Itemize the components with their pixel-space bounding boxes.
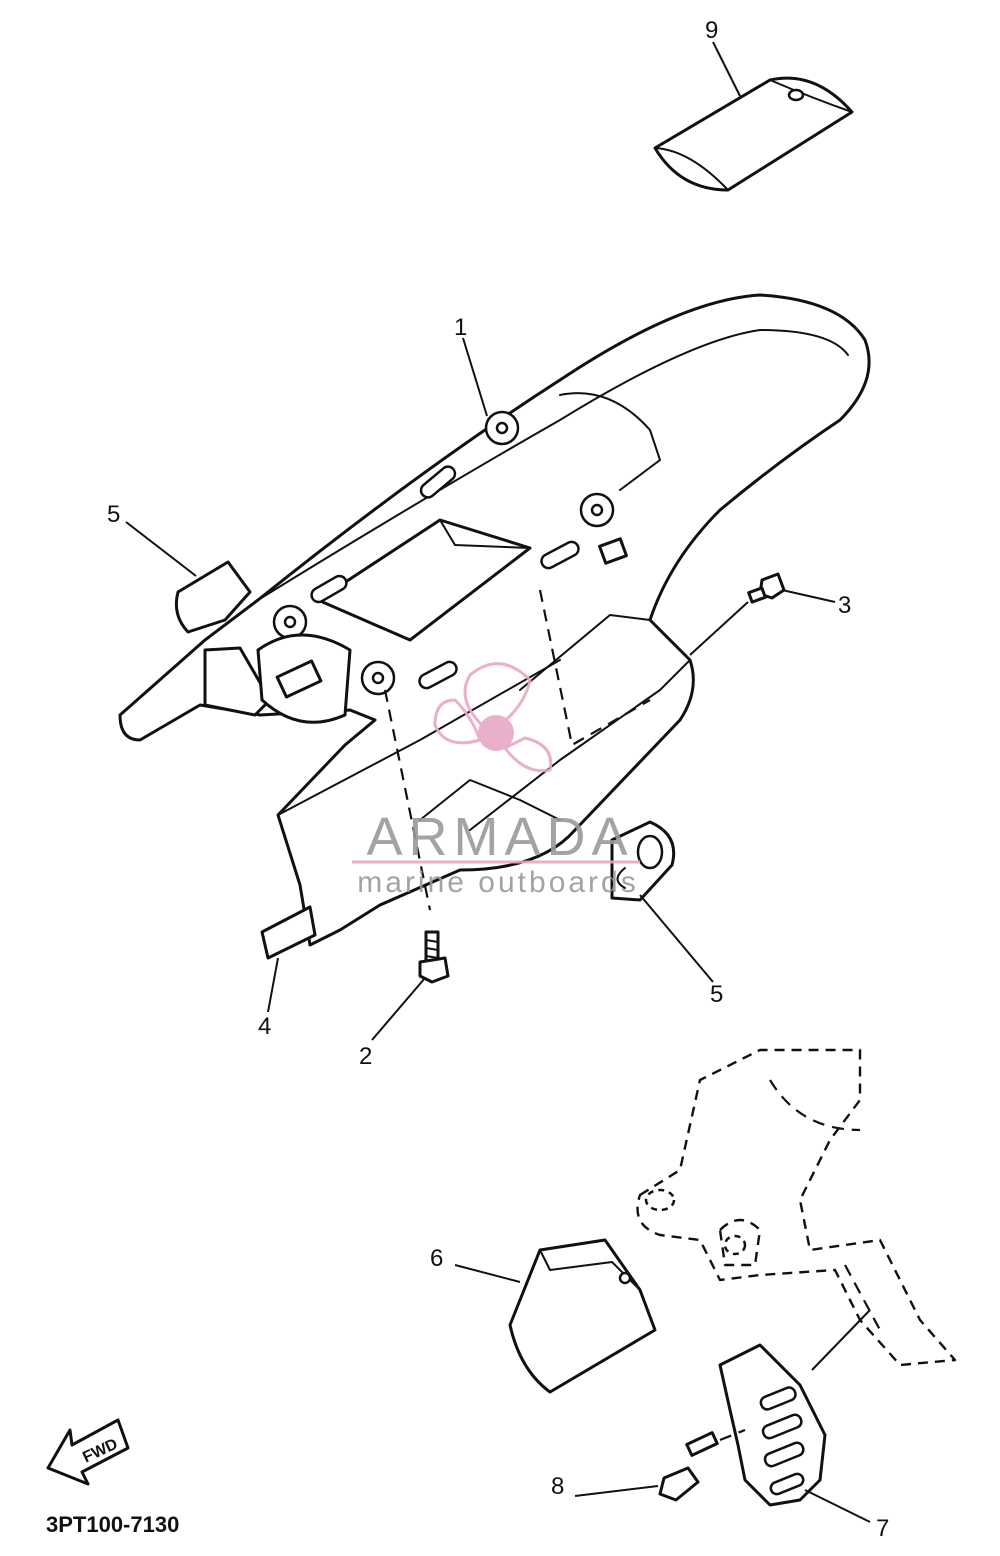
callout-3: 3	[838, 592, 851, 619]
callout-4: 4	[258, 1013, 271, 1040]
callout-2: 2	[359, 1043, 372, 1070]
callout-6: 7	[876, 1515, 889, 1542]
watermark-logo: ARMADA marine outboards	[352, 662, 640, 899]
part-3-bolt	[747, 572, 786, 604]
watermark-brand: ARMADA	[366, 807, 633, 867]
part-5-reflector-right	[610, 820, 676, 902]
part-7-bracket	[508, 1238, 657, 1394]
part-5-reflector-left	[174, 560, 252, 634]
callout-9: 9	[705, 17, 718, 44]
diagram-code: 3PT100-7130	[46, 1512, 179, 1537]
part-4-plate	[260, 905, 317, 960]
part-8-screw	[658, 1428, 746, 1502]
propeller-icon	[433, 662, 553, 773]
part-1-rear-fender	[118, 293, 871, 947]
callout-1: 1	[454, 314, 467, 341]
part-6-side-plate	[718, 1343, 827, 1507]
callout-5-left: 5	[107, 501, 120, 528]
watermark-tagline: marine outboards	[357, 866, 638, 899]
part-9-pad	[653, 76, 854, 192]
callout-8: 8	[551, 1473, 564, 1500]
leader-lines	[125, 41, 871, 1523]
callouts: 9 1 5 3 5 4 2 6 8 7	[107, 17, 889, 1542]
part-2-bolt	[418, 930, 450, 984]
frame-reference	[636, 1048, 957, 1367]
callout-5-right: 5	[710, 981, 723, 1008]
fwd-arrow: FWD	[46, 1418, 130, 1486]
callout-7: 6	[430, 1245, 443, 1272]
